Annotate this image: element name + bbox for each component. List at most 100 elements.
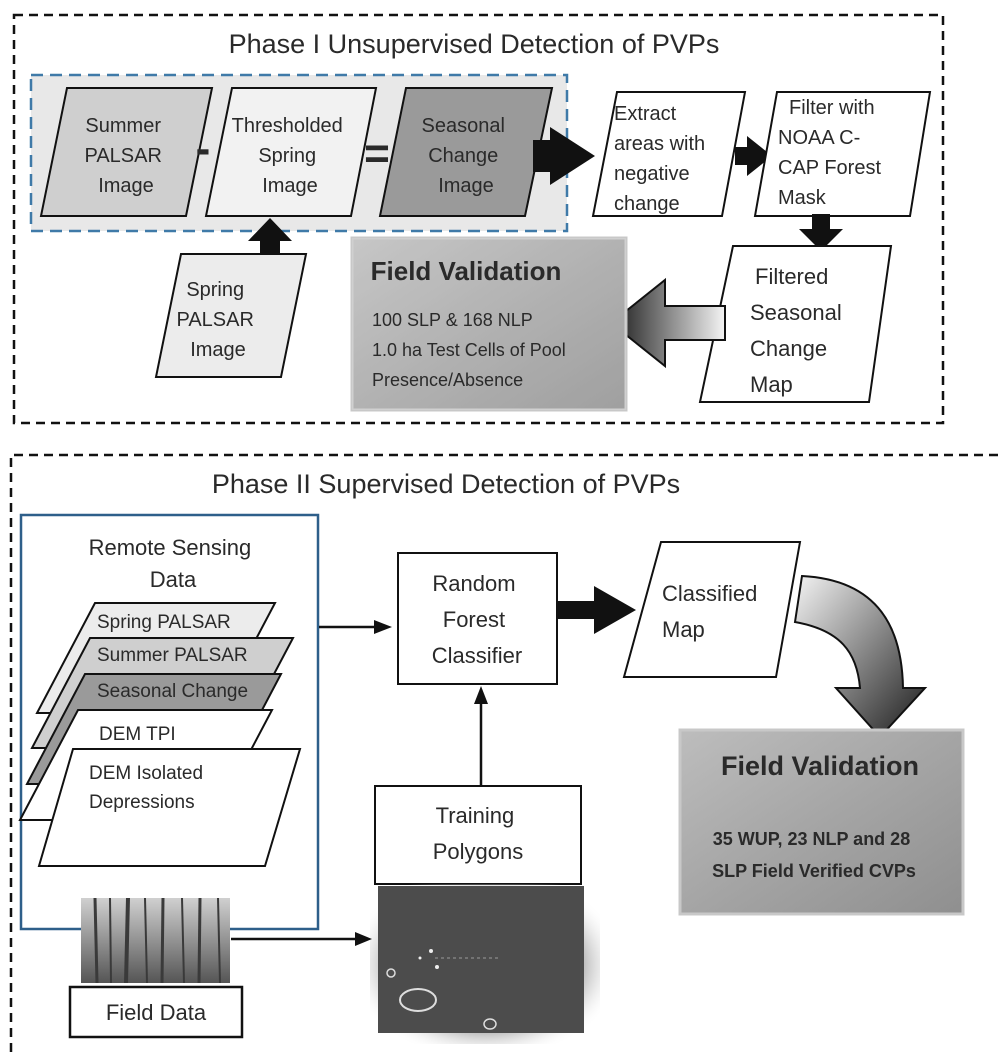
phase1-frame <box>12 13 945 425</box>
arrow-rs-head <box>374 620 392 634</box>
spring-palsar-label-2: PALSAR <box>176 309 253 331</box>
svg-text:Filtered Seasonal Chan: Filtered Seasonal Change Map <box>750 264 848 397</box>
layer-spring-palsar-label: Spring PALSAR <box>97 612 231 633</box>
filtered-map-shape <box>698 245 893 403</box>
arrow-classified-to-validation <box>793 574 928 739</box>
arrow-filtered-map-to-validation <box>609 277 726 369</box>
arrow-filter-to-filtered-map <box>799 214 843 251</box>
svg-text:Thresholded Spring Ima: Thresholded Spring Image <box>232 115 349 197</box>
field-validation-title-2: Field Validation <box>721 751 919 781</box>
phase2-title: Phase II Supervised Detection of PVPs <box>212 469 680 499</box>
thresholded-spring-image-shape <box>204 87 378 217</box>
thresholded-spring-label-3: Image <box>262 175 318 197</box>
seasonal-change-label-2: Change <box>428 145 498 167</box>
svg-text:DEM Isolated Depressions: DEM Isolated Depressions <box>89 763 208 813</box>
svg-text:Random Forest Classifi: Random Forest Classifier <box>432 571 522 668</box>
spring-palsar-image-shape <box>154 253 308 378</box>
training-dot-1 <box>429 949 433 953</box>
classified-map-shape <box>622 541 802 678</box>
layer-seasonal-change-label: Seasonal Change <box>97 681 248 702</box>
classified-map-label-2: Map <box>662 617 705 642</box>
filtered-map-label-4: Map <box>750 372 793 397</box>
spring-palsar-label-3: Image <box>190 339 246 361</box>
training-polygon-1 <box>399 988 437 1012</box>
filtered-map-label-1: Filtered <box>755 264 828 289</box>
extract-label-3: negative <box>614 163 690 185</box>
extract-areas-shape <box>591 91 747 217</box>
forest-trunks <box>93 897 221 984</box>
summer-palsar-label-1: Summer <box>85 115 161 137</box>
seasonal-change-label-1: Seasonal <box>422 115 505 137</box>
svg-text:Filter with NOAA C- CA: Filter with NOAA C- CAP Forest Mask <box>778 97 887 209</box>
extract-label-4: change <box>614 193 680 215</box>
training-polygon-2 <box>386 968 396 978</box>
classified-map-label-1: Classified <box>662 581 757 606</box>
filtered-map-label-3: Change <box>750 336 827 361</box>
training-image-texture <box>378 886 584 1033</box>
random-forest-label-2: Forest <box>443 607 505 632</box>
random-forest-box <box>397 552 558 685</box>
field-photo-1 <box>350 236 628 412</box>
training-dot-2 <box>435 965 439 969</box>
fv2-line-1: 35 WUP, 23 NLP and 28 <box>713 829 910 849</box>
filter-label-4: Mask <box>778 187 827 209</box>
summer-palsar-image-shape <box>39 87 214 217</box>
filter-label-2: NOAA C- <box>778 127 860 149</box>
training-image <box>378 886 584 1033</box>
extract-label-2: areas with <box>614 133 705 155</box>
arrow-spring-to-thresholded <box>248 218 292 258</box>
svg-text:100 SLP & 168 NLP 1.0 ha: 100 SLP & 168 NLP 1.0 ha Test Cells of P… <box>372 310 571 390</box>
photo-texture-1 <box>352 238 626 410</box>
svg-text:Training Polygons: Training Polygons <box>433 803 524 864</box>
seasonal-change-label-3: Image <box>438 175 494 197</box>
fv1-line-3: Presence/Absence <box>372 370 523 390</box>
arrow-seasonal-to-extract <box>533 127 595 185</box>
filter-noaa-shape <box>753 91 932 217</box>
equals-sign: = <box>364 129 390 178</box>
random-forest-label-1: Random <box>432 571 515 596</box>
arrow-extract-to-filter <box>735 136 772 176</box>
training-polygons-label-1: Training <box>436 803 515 828</box>
extract-label-1: Extract <box>614 103 677 125</box>
arrow-training-head <box>474 686 488 704</box>
minus-sign: - <box>196 124 211 173</box>
layer-dem-isolated <box>37 748 302 867</box>
fv1-line-1: 100 SLP & 168 NLP <box>372 310 533 330</box>
fv1-line-2: 1.0 ha Test Cells of Pool <box>372 340 566 360</box>
field-validation-phase1: Field Validation 100 SLP & 168 NLP 1.0 h… <box>350 236 628 412</box>
svg-text:35 WUP, 23 NLP and 28 SL: 35 WUP, 23 NLP and 28 SLP Field Verified… <box>712 829 916 881</box>
layer-summer-palsar-label: Summer PALSAR <box>97 645 248 666</box>
field-photo-2 <box>678 728 965 916</box>
seasonal-change-image-shape <box>378 87 554 217</box>
remote-sensing-title-1: Remote Sensing <box>89 535 252 560</box>
svg-text:Spring PALSAR Image: Spring PALSAR Image <box>176 279 259 361</box>
arrow-fielddata-head <box>355 932 372 946</box>
phase1-title: Phase I Unsupervised Detection of PVPs <box>229 29 720 59</box>
phase2-frame <box>9 453 1003 1052</box>
thresholded-spring-label-1: Thresholded <box>232 115 343 137</box>
training-dot-3 <box>418 956 422 960</box>
spring-palsar-label-1: Spring <box>186 279 244 301</box>
field-validation-title-1: Field Validation <box>371 256 562 286</box>
field-data-label: Field Data <box>106 1000 207 1025</box>
layer-dem-isolated-label-2: Depressions <box>89 792 195 813</box>
layer-dem-tpi-label: DEM TPI <box>99 724 176 745</box>
summer-palsar-label-3: Image <box>98 175 154 197</box>
training-polygons-label-2: Polygons <box>433 839 524 864</box>
svg-text:Extract areas with neg: Extract areas with negative change <box>614 103 711 215</box>
training-polygon-3 <box>483 1018 497 1030</box>
remote-sensing-title-2: Data <box>150 567 197 592</box>
svg-text:Remote Sensing Data: Remote Sensing Data <box>89 535 258 592</box>
filter-label-1: Filter with <box>789 97 875 119</box>
layer-dem-isolated-label-1: DEM Isolated <box>89 763 203 784</box>
svg-text:Classified Map: Classified Map <box>662 581 764 642</box>
field-validation-phase2: Field Validation 35 WUP, 23 NLP and 28 S… <box>678 728 965 916</box>
fv2-line-2: SLP Field Verified CVPs <box>712 861 916 881</box>
arrow-rf-to-classified <box>557 586 636 634</box>
thresholded-spring-label-2: Spring <box>258 145 316 167</box>
svg-text:Summer PALSAR Image: Summer PALSAR Image <box>84 115 167 197</box>
summer-palsar-label-2: PALSAR <box>84 145 161 167</box>
random-forest-label-3: Classifier <box>432 643 522 668</box>
filtered-map-label-2: Seasonal <box>750 300 842 325</box>
